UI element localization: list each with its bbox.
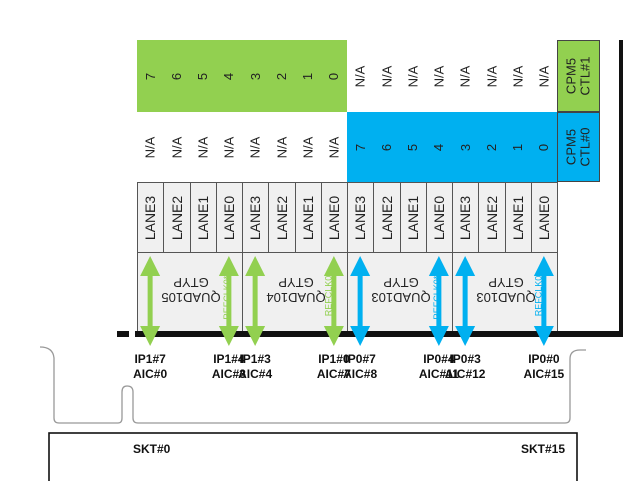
bidirectional-arrow xyxy=(350,256,371,346)
ctl0-blue-band xyxy=(347,112,557,182)
aic-label: AIC#12 xyxy=(444,367,486,381)
bidirectional-arrow xyxy=(533,256,554,346)
bidirectional-arrow xyxy=(323,256,344,346)
lane-cell: LANE3 xyxy=(137,182,165,253)
ip-label: IP1#3 xyxy=(239,352,271,366)
socket-label-first: SKT#0 xyxy=(133,442,171,456)
lane-cell: LANE2 xyxy=(373,182,401,253)
aic-label: AIC#11 xyxy=(418,367,459,381)
ip-label: IP0#0 xyxy=(528,352,560,366)
board-edge-bottom xyxy=(135,331,623,337)
board-edge-dash xyxy=(117,331,129,337)
bidirectional-arrow xyxy=(455,256,476,346)
aic-label: AIC#8 xyxy=(343,367,378,381)
ip-label: IP0#4 xyxy=(423,352,455,366)
bidirectional-arrow xyxy=(140,256,161,346)
aic-label: AIC#4 xyxy=(238,367,273,381)
bidirectional-arrow xyxy=(218,256,239,346)
socket-label-last: SKT#15 xyxy=(521,442,566,456)
aic-label: AIC#7 xyxy=(316,367,351,381)
lane-cell: LANE2 xyxy=(478,182,506,253)
ip-label: IP0#3 xyxy=(449,352,481,366)
lane-cell: LANE0 xyxy=(320,182,348,253)
ip-label: IP1#7 xyxy=(134,352,166,366)
aic-label: AIC#3 xyxy=(211,367,246,381)
lane-cell: LANE0 xyxy=(530,182,558,253)
bidirectional-arrow xyxy=(428,256,449,346)
ip-label: IP0#7 xyxy=(344,352,376,366)
ip-label: IP1#4 xyxy=(213,352,245,366)
aic-label: AIC#15 xyxy=(523,367,565,381)
ctl1-green-band xyxy=(137,40,347,112)
lane-cell: LANE3 xyxy=(452,182,480,253)
ip-label: IP1#0 xyxy=(318,352,350,366)
board-edge-right xyxy=(619,40,623,337)
lane-cell: LANE1 xyxy=(399,182,427,253)
aic-label: AIC#0 xyxy=(133,367,168,381)
bidirectional-arrow xyxy=(245,256,266,346)
